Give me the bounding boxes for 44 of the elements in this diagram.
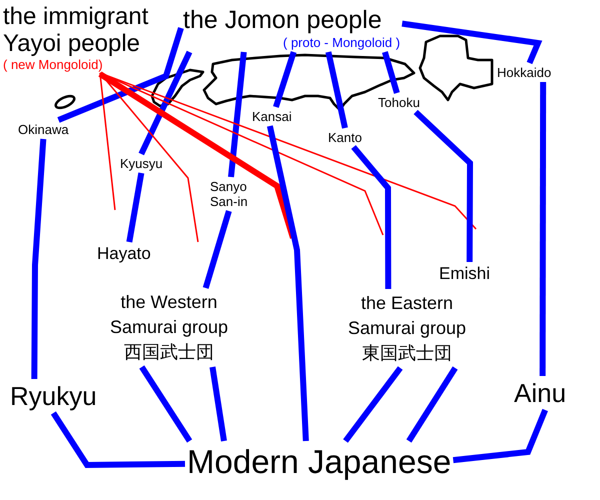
- connector-line: [382, 51, 400, 94]
- region-label: Hokkaido: [497, 65, 552, 80]
- connector-line: [351, 145, 392, 289]
- region-label: Kansai: [252, 109, 292, 124]
- japanese-label: 東国武士団: [362, 342, 452, 366]
- group-heading: the immigrant Yayoi people: [3, 3, 150, 57]
- group-subtitle: ( new Mongoloid): [3, 57, 103, 72]
- connector-line: [99, 72, 116, 210]
- connector-line: [540, 82, 546, 376]
- group-label: Ainu: [514, 378, 566, 408]
- connector-line: [126, 172, 144, 243]
- connector-line: [202, 210, 232, 289]
- connector-line: [228, 52, 247, 178]
- japanese-label: 西国武士団: [124, 341, 214, 365]
- connector-line: [325, 51, 348, 129]
- group-heading: the Jomon people: [183, 6, 382, 35]
- connector-line: [31, 138, 46, 380]
- group-label: the Western Samurai group: [108, 291, 230, 339]
- group-subtitle: ( proto - Mongoloid ): [283, 35, 400, 50]
- connector-line: [100, 72, 477, 230]
- connector-line: [266, 125, 309, 442]
- region-label: Tohoku: [378, 95, 420, 110]
- region-label: Sanyo San-in: [210, 179, 252, 209]
- connector-line: [57, 27, 184, 123]
- connector-line: [273, 51, 297, 108]
- region-label: Kanto: [328, 130, 362, 145]
- connector-line: [99, 72, 199, 242]
- region-label: Kyusyu: [120, 156, 163, 171]
- group-label: Emishi: [439, 264, 490, 284]
- group-label: Modern Japanese: [187, 443, 452, 481]
- group-label: Ryukyu: [10, 381, 97, 411]
- connector-line: [402, 20, 542, 64]
- group-label: the Eastern Samurai group: [346, 292, 468, 340]
- connector-line: [414, 110, 473, 262]
- connector-line: [138, 50, 192, 156]
- connector-line: [210, 366, 227, 442]
- connector-line: [139, 365, 192, 443]
- connector-line: [452, 408, 548, 464]
- connector-line: [50, 411, 186, 468]
- group-label: Hayato: [97, 244, 151, 264]
- connector-line: [406, 366, 458, 443]
- connector-line: [343, 366, 403, 443]
- region-label: Okinawa: [18, 122, 69, 137]
- connector-line: [100, 72, 384, 236]
